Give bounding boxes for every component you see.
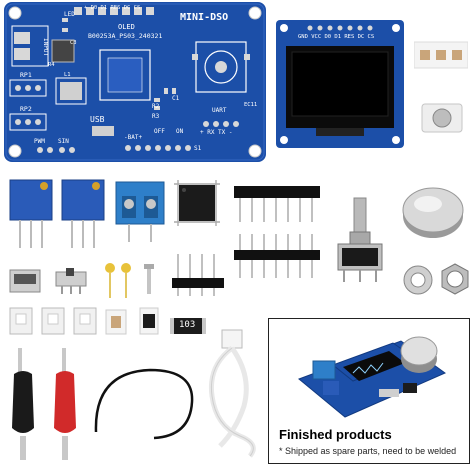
slide-switch <box>54 266 88 296</box>
c3-label: C3 <box>70 40 77 46</box>
bat-label: -BAT+ <box>124 134 142 141</box>
mini-dso-pcb: MINI-DSO OLED B00253A_PS03_240321 + D0 D… <box>4 2 266 162</box>
c1-label: C1 <box>172 95 180 102</box>
pin-header-7pin <box>232 182 322 224</box>
right-angle-header <box>170 252 226 298</box>
alligator-clip-black <box>8 344 38 462</box>
screw-terminal <box>114 180 166 244</box>
screw <box>142 262 156 296</box>
led-label: LED <box>64 11 75 18</box>
pin-header-long <box>232 232 322 280</box>
r3-label: R3 <box>152 113 160 120</box>
rp1-label: RP1 <box>20 71 32 79</box>
finished-product-photo <box>293 323 449 423</box>
r4-label: R4 <box>48 62 55 68</box>
inset-title: Finished products <box>279 427 392 442</box>
on-label: ON <box>176 128 184 135</box>
washer <box>402 264 434 296</box>
top-pins-label: + D0 D1 RES DC CS <box>84 5 140 11</box>
part-number: B00253A_PS03_240321 <box>88 32 162 40</box>
ec11-label: EC11 <box>244 102 257 108</box>
tact-switch-3 <box>72 304 98 338</box>
sin-label: SIN <box>58 138 69 145</box>
smd-part <box>104 308 128 336</box>
l1-label: L1 <box>64 72 71 78</box>
oled-label: OLED <box>118 23 135 31</box>
resistor-code: 103 <box>179 320 196 330</box>
s1-label: S1 <box>194 145 202 152</box>
finished-product-panel: Finished products * Shipped as spare par… <box>268 318 470 464</box>
crystal-oscillators <box>100 260 136 300</box>
pcb-title: MINI-DSO <box>180 12 228 23</box>
hex-nut <box>438 262 472 296</box>
trimmer-pot-2 <box>60 176 106 250</box>
off-label: OFF <box>154 128 165 135</box>
usb-cable <box>200 326 266 462</box>
alligator-clip-red <box>50 344 80 462</box>
encoder-knob <box>400 186 466 240</box>
rx-tx-label: + RX TX - <box>200 129 233 136</box>
usb-label: USB <box>90 115 105 124</box>
oled-module: GND VCC D0 D1 RES DC CS <box>276 20 404 148</box>
smd-resistor: 103 <box>170 316 206 336</box>
inset-note: * Shipped as spare parts, need to be wel… <box>279 446 457 456</box>
tact-switch-1 <box>8 304 34 338</box>
r2-label: R2 <box>152 103 160 110</box>
smd-capacitor-strip <box>414 40 468 70</box>
jumper-wire <box>90 362 200 442</box>
rp2-label: RP2 <box>20 105 32 113</box>
oled-pins-label: GND VCC D0 D1 RES DC CS <box>298 34 375 40</box>
uart-label: UART <box>212 107 227 114</box>
input-label: INPUT <box>42 38 49 56</box>
rotary-encoder <box>334 196 386 284</box>
pwm-label: PWM <box>34 138 45 145</box>
crystal-part <box>420 100 464 136</box>
smd-regulator <box>138 306 160 336</box>
microcontroller-chip <box>172 178 222 228</box>
tact-switch-2 <box>40 304 66 338</box>
trimmer-pot-1 <box>8 176 54 250</box>
micro-usb-connector <box>8 264 42 298</box>
